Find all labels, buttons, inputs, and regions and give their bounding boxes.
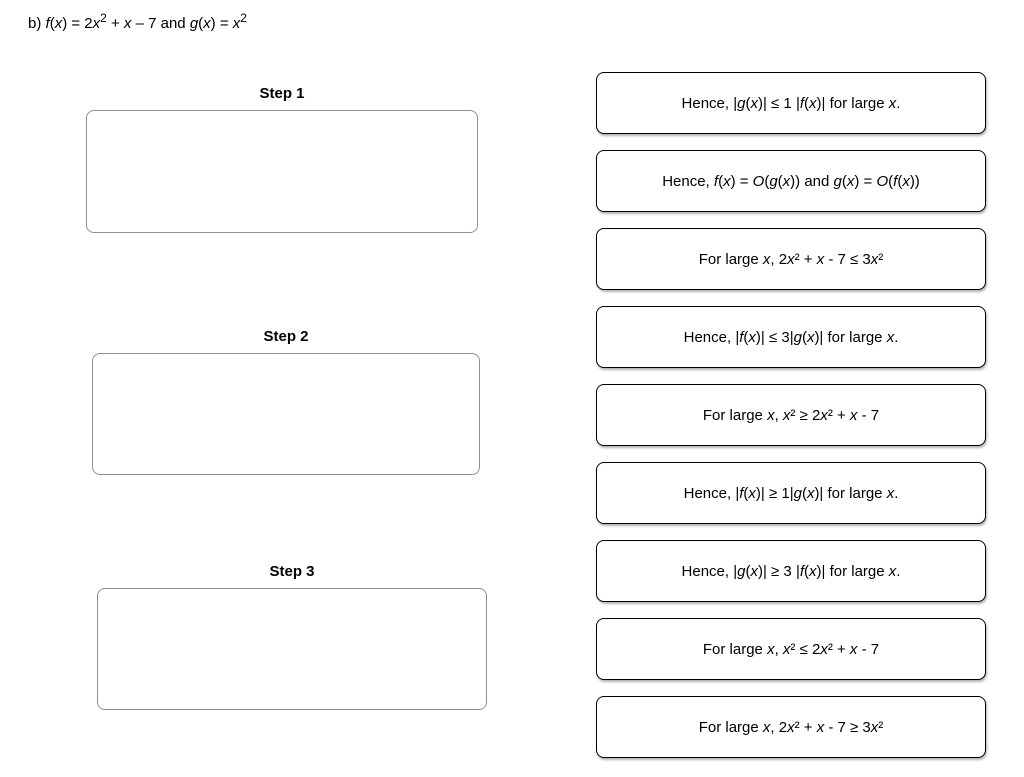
step-2-group: Step 2 [92,328,480,475]
answer-card[interactable]: Hence, |g(x)| ≥ 3 |f(x)| for large x. [596,540,986,602]
answer-card-text: Hence, |g(x)| ≤ 1 |f(x)| for large x. [681,94,901,112]
answer-card[interactable]: For large x, 2x² + x - 7 ≤ 3x² [596,228,986,290]
step-1-dropzone[interactable] [86,110,478,233]
answer-card-text: Hence, |f(x)| ≥ 1|g(x)| for large x. [683,484,899,502]
answer-card[interactable]: Hence, |g(x)| ≤ 1 |f(x)| for large x. [596,72,986,134]
step-1-label: Step 1 [259,85,305,102]
problem-title: b) f(x) = 2x2 + x – 7 and g(x) = x2 [28,11,247,32]
answer-card-text: Hence, |g(x)| ≥ 3 |f(x)| for large x. [681,562,901,580]
answer-card[interactable]: Hence, |f(x)| ≥ 1|g(x)| for large x. [596,462,986,524]
answer-card-text: For large x, x² ≤ 2x² + x - 7 [702,640,880,658]
answer-card-text: For large x, 2x² + x - 7 ≥ 3x² [698,718,884,736]
answer-card-text: For large x, 2x² + x - 7 ≤ 3x² [698,250,884,268]
step-2-dropzone[interactable] [92,353,480,475]
answer-cards-column: Hence, |g(x)| ≤ 1 |f(x)| for large x. He… [596,72,986,758]
answer-card-text: For large x, x² ≥ 2x² + x - 7 [702,406,880,424]
step-3-dropzone[interactable] [97,588,487,710]
answer-card[interactable]: Hence, |f(x)| ≤ 3|g(x)| for large x. [596,306,986,368]
step-3-label: Step 3 [269,563,315,580]
answer-card[interactable]: For large x, x² ≤ 2x² + x - 7 [596,618,986,680]
step-1-group: Step 1 [86,85,478,233]
step-3-group: Step 3 [97,563,487,710]
answer-card[interactable]: For large x, 2x² + x - 7 ≥ 3x² [596,696,986,758]
answer-card-text: Hence, f(x) = O(g(x)) and g(x) = O(f(x)) [662,172,920,190]
answer-card-text: Hence, |f(x)| ≤ 3|g(x)| for large x. [683,328,899,346]
answer-card[interactable]: For large x, x² ≥ 2x² + x - 7 [596,384,986,446]
answer-card[interactable]: Hence, f(x) = O(g(x)) and g(x) = O(f(x)) [596,150,986,212]
step-2-label: Step 2 [263,328,309,345]
